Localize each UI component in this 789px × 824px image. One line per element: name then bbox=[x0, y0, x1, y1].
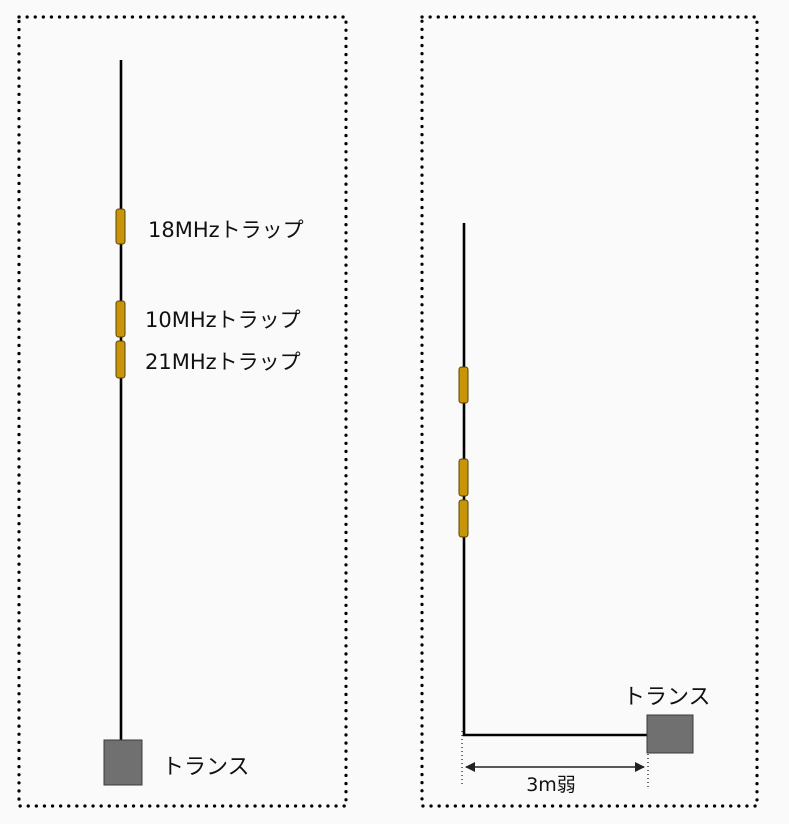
transformer-label: トランス bbox=[162, 755, 250, 780]
distance-label: 3m弱 bbox=[526, 774, 576, 796]
l-shaped-element-wire bbox=[462, 223, 648, 737]
transformer-box bbox=[646, 714, 694, 754]
left-panel-border bbox=[17, 15, 348, 808]
trap-21mhz bbox=[115, 340, 126, 379]
trap-10mhz-label: 10MHzトラップ bbox=[145, 308, 301, 332]
trap-10mhz bbox=[115, 300, 126, 338]
trap-lower bbox=[458, 499, 469, 538]
left-panel: 18MHzトラップ 10MHzトラップ 21MHzトラップ トランス bbox=[17, 15, 348, 808]
trap-21mhz-label: 21MHzトラップ bbox=[145, 350, 301, 374]
transformer-label: トランス bbox=[623, 685, 711, 710]
trap-middle bbox=[458, 458, 469, 497]
right-panel: トランス 3m弱 bbox=[420, 15, 759, 808]
trap-18mhz-label: 18MHzトラップ bbox=[148, 218, 304, 242]
trap-upper bbox=[458, 366, 469, 404]
transformer-box bbox=[103, 739, 143, 786]
right-panel-border bbox=[420, 15, 759, 808]
trap-18mhz bbox=[115, 208, 126, 245]
